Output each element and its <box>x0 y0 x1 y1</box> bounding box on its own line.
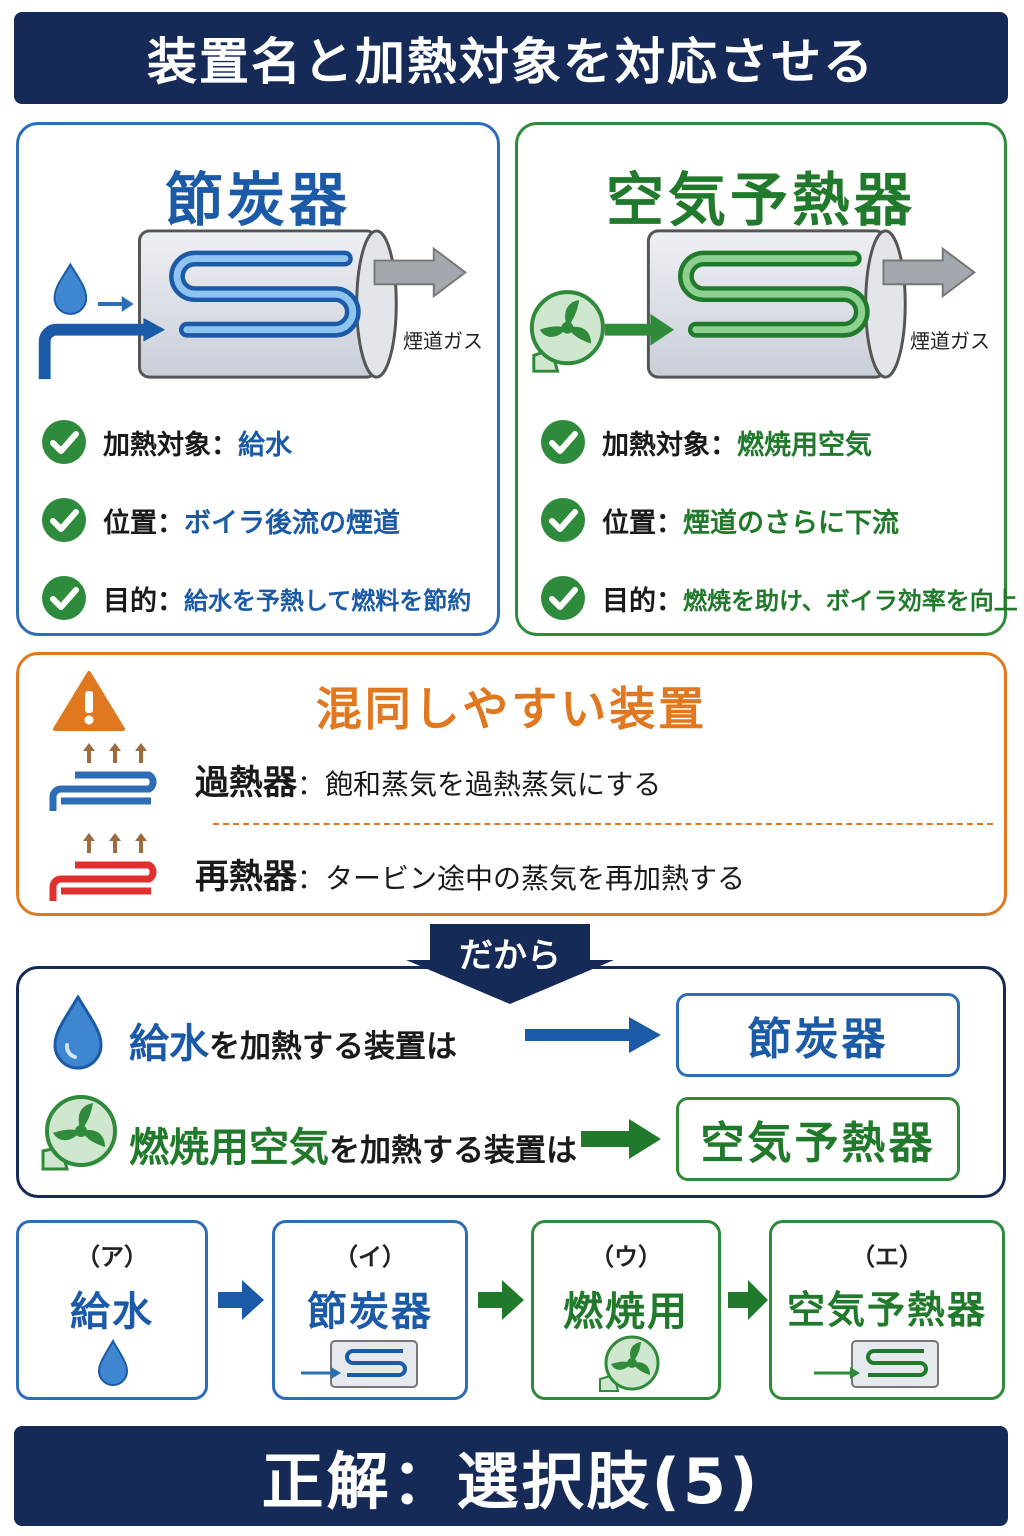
check-item: 位置：煙道のさらに下流 <box>540 481 1024 559</box>
reheater-row: 再熱器：タービン途中の蒸気を再加熱する <box>195 857 746 897</box>
therefore-row-water: 給水を加熱する装置は <box>129 1021 457 1067</box>
check-icon <box>541 576 585 620</box>
confusing-title: 混同しやすい装置 <box>315 682 708 736</box>
check-icon <box>42 420 86 464</box>
water-drop-icon <box>53 995 103 1070</box>
fan-icon <box>41 1095 117 1171</box>
sequence-item-e: （エ） 空気予熱器 <box>769 1220 1005 1400</box>
answer-banner: 正解：選択肢(5) <box>14 1426 1008 1526</box>
superheater-row: 過熱器：飽和蒸気を過熱蒸気にする <box>195 763 662 803</box>
gas-arrow-icon <box>882 246 977 299</box>
economizer-title: 節炭器 <box>164 166 351 234</box>
gas-arrow-icon <box>373 246 468 299</box>
check-item: 加熱対象：給水 <box>41 403 519 481</box>
heat-coil-icon <box>301 1340 418 1388</box>
divider <box>213 823 993 825</box>
check-item: 加熱対象：燃焼用空気 <box>540 403 1024 481</box>
sequence-item-i: （イ） 節炭器 <box>272 1220 468 1400</box>
therefore-arrow <box>406 924 614 1004</box>
answer-economizer: 節炭器 <box>676 993 960 1077</box>
therefore-row-air: 燃焼用空気を加熱する装置は <box>129 1125 577 1171</box>
heat-coil-icon <box>814 1340 939 1388</box>
economizer-diagram <box>38 229 468 380</box>
check-icon <box>541 420 585 464</box>
arrow-right-icon <box>581 1119 661 1159</box>
fan-icon <box>529 290 605 373</box>
flue-gas-label: 煙道ガス <box>403 329 483 353</box>
water-drop-icon <box>97 1339 129 1386</box>
arrow-right-icon <box>478 1280 524 1320</box>
page-title: 装置名と加熱対象を対応させる <box>14 12 1008 104</box>
check-icon <box>42 498 86 542</box>
flue-gas-label: 煙道ガス <box>910 329 990 353</box>
air-preheater-panel: 空気予熱器 煙道ガス 加熱対象：燃焼用空気 <box>515 122 1018 636</box>
air-preheater-checks: 加熱対象：燃焼用空気 位置：煙道のさらに下流 目的：燃焼を助け、ボイラ効率を向上 <box>540 403 1024 637</box>
arrow-right-icon <box>525 1017 661 1053</box>
sequence-item-a: （ア） 給水 <box>16 1220 208 1400</box>
economizer-checks: 加熱対象：給水 位置：ボイラ後流の煙道 目的：給水を予熱して燃料を節約 <box>41 403 519 637</box>
check-item: 位置：ボイラ後流の煙道 <box>41 481 519 559</box>
check-icon <box>541 498 585 542</box>
warning-icon <box>53 671 125 731</box>
arrow-right-icon <box>98 296 134 312</box>
confusing-devices-panel: 混同しやすい装置 過熱器：飽和蒸気を過熱蒸気にする 再熱器：タービン途中の蒸気を… <box>16 652 1007 916</box>
arrow-right-icon <box>218 1280 264 1320</box>
economizer-panel: 節炭器 煙道ガス 加熱対象：給水 位置：ボイラ後流の煙道 <box>16 122 500 636</box>
heat-coil-icon <box>49 743 157 811</box>
air-preheater-diagram <box>529 229 977 379</box>
therefore-panel: 給水を加熱する装置は 節炭器 燃焼用空気を加熱する装置は 空気予熱器 <box>16 966 1006 1198</box>
check-icon <box>42 576 86 620</box>
therefore-label: だから <box>459 936 561 976</box>
check-item: 目的：給水を予熱して燃料を節約 <box>41 559 519 637</box>
air-preheater-title: 空気予熱器 <box>605 166 916 234</box>
arrow-right-icon <box>728 1280 768 1320</box>
heat-coil-icon <box>49 833 157 901</box>
fan-icon <box>599 1335 660 1392</box>
sequence-item-u: （ウ） 燃焼用 <box>531 1220 721 1400</box>
water-drop-icon <box>53 262 88 315</box>
check-item: 目的：燃焼を助け、ボイラ効率を向上 <box>540 559 1024 637</box>
answer-air-preheater: 空気予熱器 <box>676 1097 960 1181</box>
